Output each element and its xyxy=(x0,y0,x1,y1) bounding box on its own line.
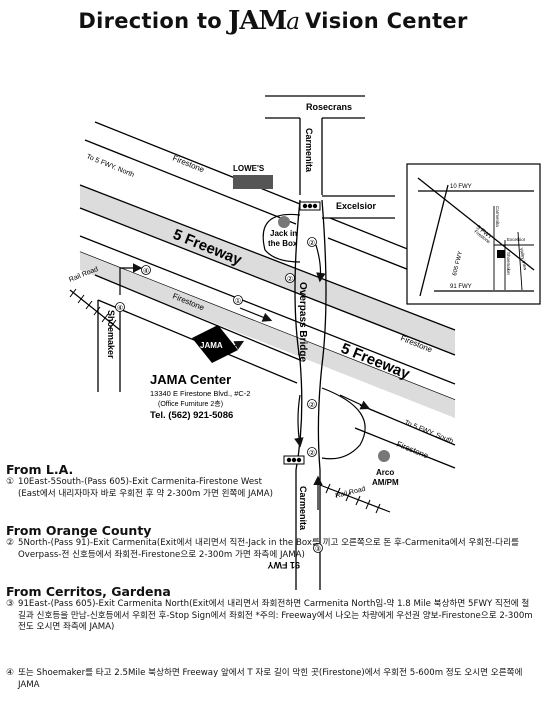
carmenita-south-road xyxy=(295,470,321,590)
arco-label-1: Arco xyxy=(376,468,394,477)
jama-building: JAMA xyxy=(192,325,238,363)
num-3: ③ xyxy=(6,599,15,609)
inset-605fwy-label: 605 FWY xyxy=(452,251,464,277)
page-title: Direction to JAMa Vision Center xyxy=(0,4,546,38)
center-address: 13340 E Firestone Blvd., #C-2 xyxy=(150,389,250,398)
lowes-label: LOWE'S xyxy=(233,164,265,173)
marker-2b: ② xyxy=(287,275,293,283)
inset-map: 10 FWY 605 FWY 5 FWY 91 FWY Carmenita Va… xyxy=(406,163,541,305)
arco-marker xyxy=(378,450,390,462)
num-2: ② xyxy=(6,538,15,548)
jama-logo: JAMa xyxy=(228,6,300,36)
firestone-se-label: Firestone xyxy=(395,440,430,461)
route-markers: ① ② ② ② ② ③ ④ ④ xyxy=(115,237,323,553)
jack-in-the-box-marker xyxy=(278,216,290,228)
rosecrans-label: Rosecrans xyxy=(306,102,352,112)
inset-shoemaker-label: Shoemaker xyxy=(506,252,511,276)
inset-jama-marker xyxy=(497,250,505,258)
fwy91-label: 91 FWY xyxy=(267,560,300,570)
brand-tail: a xyxy=(286,9,300,35)
firestone-south-road xyxy=(94,274,456,469)
traffic-light-north-icon xyxy=(299,201,321,211)
firestone-nw-label: Firestone xyxy=(171,154,206,175)
jack-label-2: the Box xyxy=(268,239,298,248)
marker-2c: ② xyxy=(309,401,315,409)
overpass-bridge xyxy=(294,199,327,471)
marker-1: ① xyxy=(235,297,241,305)
text-from-cerritos: 91East-(Pass 605)-Exit Carmenita North(E… xyxy=(18,599,533,632)
arco-label-2: AM/PM xyxy=(372,478,399,487)
brand-main: JAM xyxy=(228,6,287,36)
text-from-oc: 5North-(Pass 91)-Exit Carmenita(Exit에서 내… xyxy=(18,538,519,560)
inset-10fwy-label: 10 FWY xyxy=(450,184,472,190)
heading-from-la: From L.A. xyxy=(6,462,74,477)
heading-from-cerritos: From Cerritos, Gardena xyxy=(6,584,171,599)
marker-4a: ④ xyxy=(143,267,149,275)
title-suffix: Vision Center xyxy=(305,9,468,33)
carmenita-north-label: Carmenita xyxy=(304,128,314,173)
text-shoemaker: 또는 Shoemaker를 타고 2.5Mile 북상하면 Freeway 앞에… xyxy=(18,668,523,690)
traffic-light-south-icon xyxy=(283,455,305,465)
sub-from-la: (East에서 내리자마자 바로 우회전 후 약 2-300m 가면 왼쪽에 J… xyxy=(18,488,273,499)
num-1: ① xyxy=(6,477,15,487)
rosecrans-road xyxy=(265,95,365,119)
jama-box-label: JAMA xyxy=(200,341,223,350)
text-from-la: 10East-5South-(Pass 605)-Exit Carmenita-… xyxy=(18,477,262,487)
inset-91fwy-label: 91 FWY xyxy=(450,284,472,290)
center-office: (Office Furniture 2층) xyxy=(158,399,223,408)
lowes-building xyxy=(233,175,273,189)
marker-3: ③ xyxy=(315,545,321,553)
marker-2a: ② xyxy=(309,239,315,247)
shoemaker-label: Shoemaker xyxy=(106,310,116,359)
shoemaker-road xyxy=(97,300,121,392)
inset-excelsior-label: Excelsior xyxy=(507,237,526,242)
north-loop-ramp xyxy=(262,213,301,263)
carmenita-south-label: Carmenita xyxy=(298,486,308,531)
excelsior-road xyxy=(322,195,395,219)
south-loop-ramp xyxy=(321,387,366,460)
center-tel: Tel. (562) 921-5086 xyxy=(150,410,233,421)
to-5-south-label: To 5 FWY. South xyxy=(403,419,454,445)
carmenita-north-road xyxy=(299,118,323,195)
num-4: ④ xyxy=(6,668,15,678)
rail-road-west xyxy=(69,288,121,331)
marker-4b: ④ xyxy=(117,304,123,312)
overpass-label: Overpass Bridge xyxy=(297,282,308,362)
rail-road-east xyxy=(319,483,391,514)
inset-valley-view-label: Valley View xyxy=(519,247,528,271)
inset-carmenita-label: Carmenita xyxy=(495,206,500,227)
center-title: JAMA Center xyxy=(150,372,231,387)
jack-label-1: Jack in xyxy=(270,229,297,238)
marker-2d: ② xyxy=(309,449,315,457)
heading-from-oc: From Orange County xyxy=(6,523,152,538)
title-prefix: Direction to xyxy=(78,9,223,33)
freeway-5-road xyxy=(79,184,456,418)
route-arrows xyxy=(119,244,371,510)
excelsior-label: Excelsior xyxy=(336,201,377,211)
